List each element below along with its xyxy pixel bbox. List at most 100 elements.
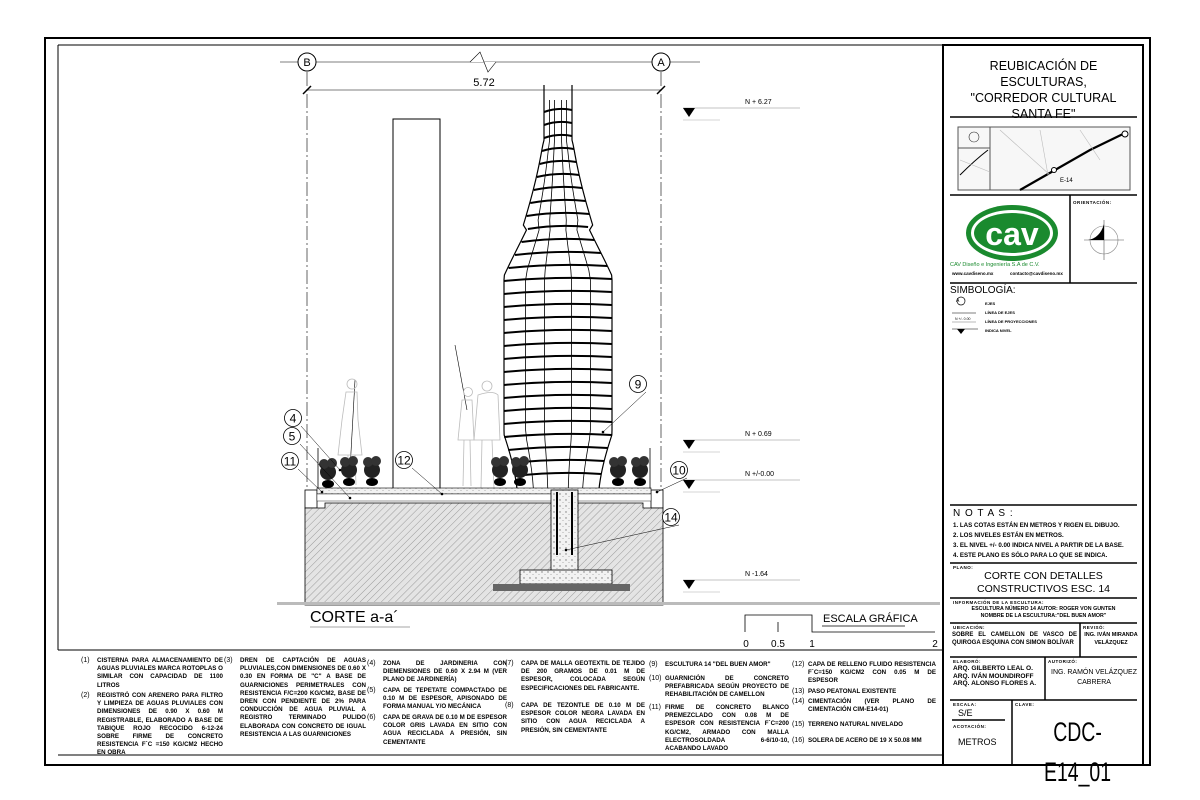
steel-plate (493, 584, 630, 591)
info-line: ESCULTURA NÚMERO 14 AUTOR: ROGER VON GUN… (971, 606, 1116, 612)
orientation-label: ORIENTACIÓN: (1073, 200, 1112, 205)
plano-line: CORTE CON DETALLES (984, 570, 1103, 582)
callout-11: 11 (281, 452, 324, 494)
elaboro-label: ELABORÓ: (953, 659, 981, 664)
note-text: CISTERNA PARA ALMACENAMIENTO DE AGUAS PL… (97, 657, 223, 689)
sculpture-band (543, 107, 573, 113)
level-label: N +/-0.00 (745, 471, 774, 478)
foundation-footing (519, 569, 613, 585)
sculpture-rib (544, 100, 555, 491)
dimension-value: 5.72 (473, 77, 494, 89)
sheet-border (44, 37, 1151, 766)
note-number-icon: (5) (367, 687, 376, 694)
elaboro-name: ARQ. GILBERTO LEAL O. (953, 665, 1033, 672)
sculpture-band (539, 159, 577, 165)
axis-b-marker (297, 52, 317, 72)
sculpture-band (503, 419, 613, 425)
sculpture-band (503, 367, 613, 373)
callout-12: 12 (395, 451, 444, 496)
graphic-scale: ESCALA GRÁFICA 0 0.5 1 2 (743, 612, 938, 650)
general-notes: 1. LAS COTAS ESTÁN EN METROS Y RIGEN EL … (953, 521, 1124, 561)
escala-label: ESCALA: (953, 702, 977, 707)
note-number-icon: (16) (792, 737, 805, 744)
note-number-icon: (9) (649, 661, 658, 668)
sculpture-rib (561, 100, 572, 491)
general-note: 4. ESTE PLANO ES SÓLO PARA LO QUE SE IND… (953, 552, 1108, 559)
level-sample: N +/- 0.00 (955, 317, 971, 321)
scale-tick: 1 (809, 639, 815, 650)
reviso-value: ING. IVÁN MIRANDA VELÁZQUEZ (1084, 632, 1138, 646)
note-number-icon: (4) (367, 660, 376, 667)
construction-note: (6)CAPA DE GRAVA DE 0.10 M DE ESPESOR CO… (367, 714, 507, 747)
construction-note: (1)CISTERNA PARA ALMACENAMIENTO DE AGUAS… (81, 657, 223, 690)
autorizo-label: AUTORIZÓ: (1048, 659, 1078, 664)
plano-label: PLANO: (953, 565, 974, 570)
callout-number: 9 (635, 378, 642, 392)
construction-note: (8)CAPA DE TEZONTLE DE 0.10 M DE ESPESOR… (505, 702, 645, 735)
project-title: REUBICACIÓN DE ESCULTURAS, "CORREDOR CUL… (950, 58, 1137, 122)
callout-9: 9 (601, 375, 647, 434)
acotacion-label: ACOTACIÓN: (953, 724, 987, 729)
note-number-icon: (7) (505, 660, 514, 667)
sculpture-outline (503, 85, 545, 491)
note-text: ESCULTURA 14 "DEL BUEN AMOR" (665, 661, 771, 668)
construction-note: (12)CAPA DE RELLENO FLUIDO RESISTENCIA F… (792, 661, 936, 686)
plant-icon (511, 456, 529, 486)
scale-tick: 0.5 (771, 639, 785, 650)
sculpture-band (503, 341, 613, 347)
note-number-icon: (14) (792, 698, 805, 705)
construction-note: (5) CAPA DE TEPETATE COMPACTADO DE 0.10 M… (367, 687, 507, 712)
sculpture-del-buen-amor (503, 85, 613, 491)
sculpture-band (503, 289, 613, 295)
construction-note: (7)CAPA DE MALLA GEOTEXTIL DE TEJIDO DE … (505, 660, 645, 693)
callout-number: 14 (664, 511, 678, 525)
scale-tick: 2 (932, 639, 938, 650)
construction-note: (10)GUARNICIÓN DE CONCRETO PREFABRICADA … (649, 675, 789, 700)
sculpture-band (514, 471, 602, 477)
sculpture-band (508, 263, 608, 269)
symbology-title: SIMBOLOGÍA: (950, 285, 1016, 296)
note-text: CIMENTACIÓN (VER PLANO DE CIMENTACIÓN CI… (808, 698, 936, 714)
note-text: CAPA DE GRAVA DE 0.10 M DE ESPESOR COLOR… (383, 714, 507, 746)
level-marker: N -1.64 (683, 571, 800, 593)
project-title-line: REUBICACIÓN DE ESCULTURAS, (989, 59, 1098, 89)
note-text: ZONA DE JARDINERIA CON DIEMENSIONES DE 0… (383, 660, 507, 684)
note-text: FIRME DE CONCRETO BLANCO PREMEZCLADO CON… (665, 704, 789, 753)
company-website: www.cavdiseno.mx (952, 271, 994, 276)
level-label: N + 0.69 (745, 431, 772, 438)
level-label: N + 6.27 (745, 99, 772, 106)
ground-line (277, 602, 940, 605)
info-line: NOMBRE DE LA ESCULTURA:"DEL BUEN AMOR" (980, 613, 1107, 619)
note-text: CAPA DE TEPETATE COMPACTADO DE 0.10 M DE… (383, 687, 507, 711)
plant-icon (491, 456, 509, 486)
level-marker: N + 6.27 (683, 99, 800, 121)
note-text: PASO PEATONAL EXISTENTE (808, 688, 897, 695)
sculpture-info: ESCULTURA NÚMERO 14 AUTOR: ROGER VON GUN… (950, 606, 1137, 620)
sculpture-band (503, 393, 613, 399)
callout-number: 4 (290, 412, 297, 426)
curb-left (304, 489, 318, 509)
tepetate-layer (316, 493, 652, 502)
plants (319, 456, 649, 488)
plano-title: CORTE CON DETALLES CONSTRUCTIVOS ESC. 14 (950, 570, 1137, 596)
scale-tick: 0 (743, 639, 749, 650)
sculpture-band (530, 198, 586, 204)
drawing-code: CDC-E14_01 (1043, 717, 1112, 787)
ubicacion-label: UBICACIÓN: (953, 625, 985, 630)
level-symbol-icon (952, 328, 978, 334)
plant-icon (319, 458, 337, 488)
note-number-icon: (11) (649, 704, 661, 711)
construction-note: (3)DREN DE CAPTACIÓN DE AGUAS PLUVIALES,… (224, 657, 366, 739)
note-number-icon: (3) (224, 657, 233, 664)
note-number-icon: (15) (792, 721, 805, 728)
company-email: contacto@cavdiseno.mx (1010, 271, 1063, 276)
note-text: GUARNICIÓN DE CONCRETO PREFABRICADA SEGÚ… (665, 675, 789, 699)
symbology-item: LÍNEA DE EJES (985, 310, 1015, 315)
axis-b-label: B (303, 57, 310, 69)
sculpture-band (503, 380, 613, 386)
north-arrow-icon (1084, 220, 1124, 260)
sculpture-band (526, 211, 590, 217)
level-marker: N + 0.69 (683, 431, 800, 453)
construction-note: (15)TERRENO NATURAL NIVELADO (792, 721, 936, 729)
